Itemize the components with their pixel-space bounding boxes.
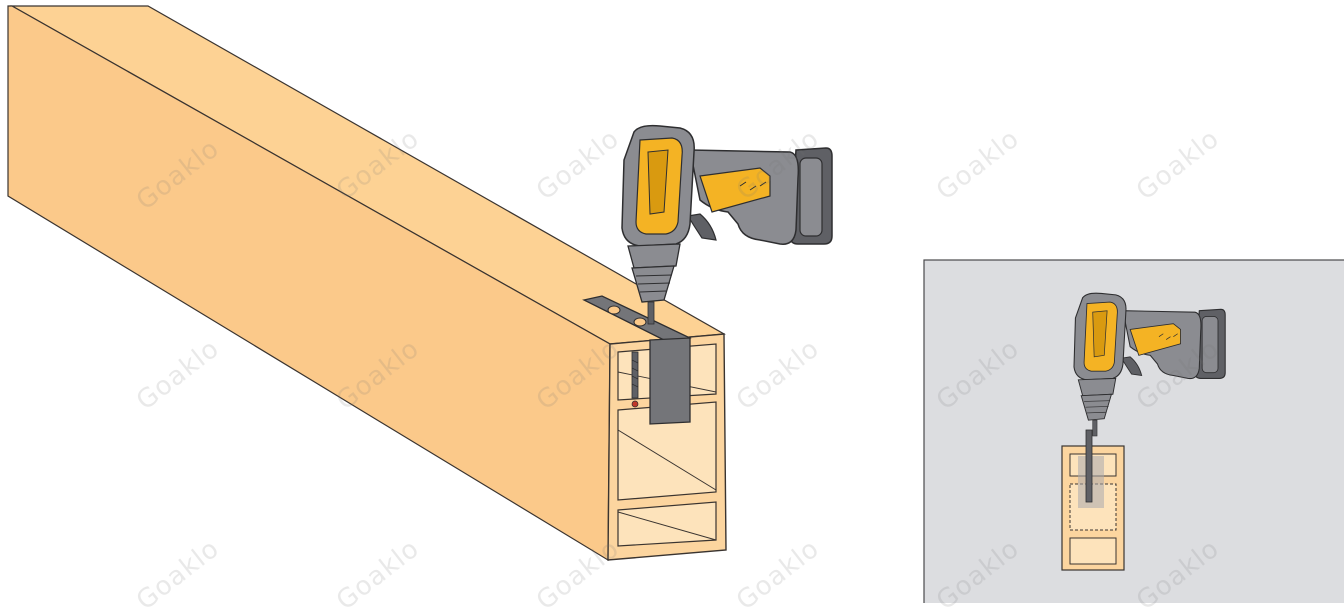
l-bracket [582,295,692,425]
cordless-drill-icon [621,124,833,325]
detail-inset [923,259,1344,603]
wood-beam [7,5,727,562]
screw [631,351,639,408]
installation-diagram [7,5,1344,603]
beam-chamber-bottom [617,501,717,547]
beam-cross-section [1061,429,1125,571]
